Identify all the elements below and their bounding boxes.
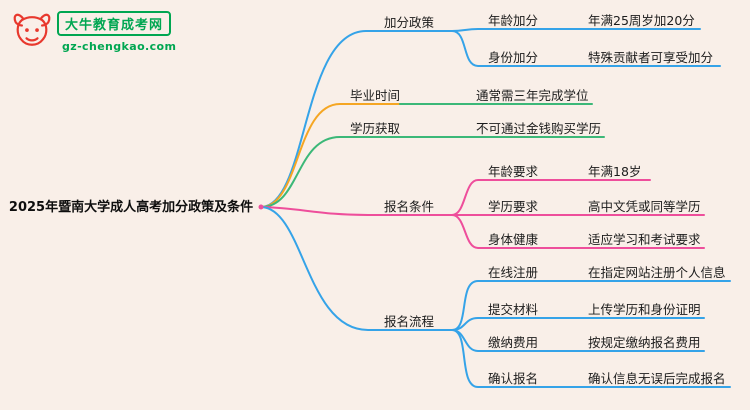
leaf-pay-fees-detail: 按规定缴纳报名费用: [588, 335, 701, 350]
leaf-age-requirement-detail: 年满18岁: [588, 164, 642, 179]
node-submit-materials: 提交材料: [488, 302, 539, 317]
leaf-graduation-time-detail: 通常需三年完成学位: [476, 88, 589, 103]
leaf-identity-bonus-detail: 特殊贡献者可享受加分: [588, 50, 714, 65]
node-confirm-registration: 确认报名: [488, 371, 539, 386]
leaf-age-bonus-detail: 年满25周岁加20分: [588, 13, 695, 28]
ox-icon[interactable]: [10, 8, 54, 54]
branch-registration-process: 报名流程: [384, 314, 435, 329]
brand-domain[interactable]: gz-chengkao.com: [62, 40, 177, 53]
branch-registration-conditions: 报名条件: [384, 199, 435, 214]
root-junction-dot: [258, 204, 264, 210]
connector-registration-conditions: [261, 179, 705, 249]
leaf-education-requirement-detail: 高中文凭或同等学历: [588, 199, 701, 214]
leaf-health-requirement-detail: 适应学习和考试要求: [588, 232, 701, 247]
leaf-submit-materials-detail: 上传学历和身份证明: [588, 302, 701, 317]
mindmap-root-topic: 2025年暨南大学成人高考加分政策及条件: [8, 200, 254, 215]
node-age-bonus: 年龄加分: [488, 13, 539, 28]
connector-graduation-time: [261, 103, 401, 208]
node-age-requirement: 年龄要求: [488, 164, 539, 179]
connector-degree-acquisition: [261, 135, 605, 208]
branch-degree-acquisition: 学历获取: [350, 121, 401, 136]
leaf-degree-acquisition-detail: 不可通过金钱购买学历: [476, 121, 602, 136]
node-online-registration: 在线注册: [488, 265, 539, 280]
node-identity-bonus: 身份加分: [488, 50, 539, 65]
node-pay-fees: 缴纳费用: [488, 335, 539, 350]
branch-bonus-policy: 加分政策: [384, 15, 435, 30]
leaf-confirm-registration-detail: 确认信息无误后完成报名: [588, 371, 726, 386]
connector-registration-process: [261, 206, 731, 389]
branch-graduation-time: 毕业时间: [350, 88, 401, 103]
node-education-requirement: 学历要求: [488, 199, 539, 214]
brand-name[interactable]: 大牛教育成考网: [57, 11, 172, 36]
leaf-online-registration-detail: 在指定网站注册个人信息: [588, 265, 726, 280]
node-health-requirement: 身体健康: [488, 232, 539, 247]
